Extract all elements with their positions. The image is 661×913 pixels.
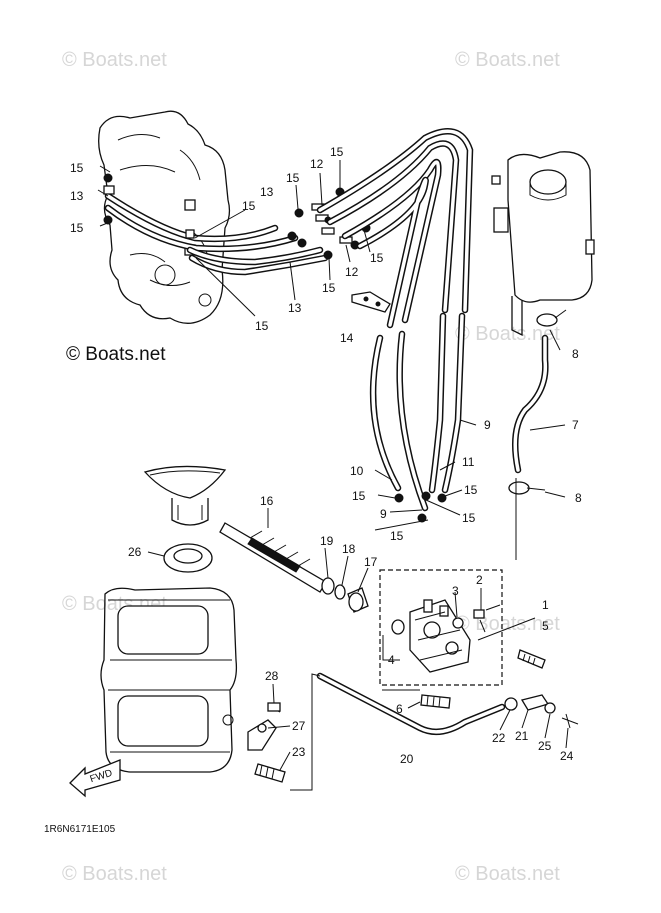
callout-15: 15 [322,281,336,295]
brand-watermark: © Boats.net [66,344,166,365]
lever-27 [247,719,277,751]
callout-28: 28 [265,669,279,683]
callout-23: 23 [292,745,306,759]
callout-19: 19 [320,534,334,548]
callout-15: 15 [255,319,269,333]
watermark: © Boats.net [62,863,167,885]
link-joints [504,694,579,729]
callout-11: 11 [462,455,475,469]
bushing-17 [347,587,369,613]
hose-bundle [316,128,474,329]
callout-21: 21 [515,729,529,743]
watermark: © Boats.net [455,49,560,71]
hose-bracket-14 [351,291,391,313]
callout-13: 13 [70,189,84,203]
callout-12: 12 [345,265,359,279]
callout-16: 16 [260,494,274,508]
callout-18: 18 [342,542,356,556]
callout-4: 4 [388,653,395,667]
watermark: © Boats.net [455,323,560,345]
callout-13: 13 [260,185,274,199]
callout-15: 15 [390,529,404,543]
callout-8: 8 [572,347,579,361]
callout-labels: 15 13 15 13 15 15 12 15 15 12 15 15 13 1… [70,145,582,766]
spring-23 [254,763,286,783]
cylinder-block-lower [100,587,238,773]
gear-shaft-16 [219,522,335,595]
watermark: © Boats.net [62,49,167,71]
callout-15: 15 [462,511,476,525]
callout-17: 17 [364,555,378,569]
bolt-6 [420,694,451,709]
callout-10: 10 [350,464,364,478]
fwd-arrow: FWD [69,759,121,798]
callout-2: 2 [476,573,483,587]
oil-tank [491,151,595,337]
callout-15: 15 [464,483,478,497]
callout-13: 13 [288,301,302,315]
link-rod-20 [316,672,506,736]
callout-12: 12 [310,157,324,171]
callout-14: 14 [340,331,354,345]
callout-5: 5 [542,619,549,633]
oil-pump-assembly [379,569,503,686]
callout-25: 25 [538,739,552,753]
callout-15: 15 [352,489,366,503]
callout-20: 20 [400,752,414,766]
hoses-9-10-11 [369,312,466,523]
o-ring-18 [334,584,346,600]
leader-lines [97,160,569,791]
oil-seal-26 [163,543,213,573]
callout-9: 9 [484,418,491,432]
callout-15: 15 [70,221,84,235]
diagram-code: 1R6N6171E105 [44,824,116,835]
callout-6: 6 [396,702,403,716]
watermark-layer: © Boats.net © Boats.net © Boats.net © Bo… [62,49,560,885]
watermark: © Boats.net [455,863,560,885]
oil-hose-7 [508,309,567,495]
callout-24: 24 [560,749,574,763]
callout-15: 15 [370,251,384,265]
callout-22: 22 [492,731,506,745]
callout-15: 15 [242,199,256,213]
callout-9: 9 [380,507,387,521]
lever-pin-28 [267,702,281,713]
callout-3: 3 [452,584,459,598]
callout-8: 8 [575,491,582,505]
callout-15: 15 [286,171,300,185]
callout-7: 7 [572,418,579,432]
callout-15: 15 [330,145,344,159]
callout-26: 26 [128,545,142,559]
bolt-5 [517,649,546,669]
callout-15: 15 [70,161,84,175]
callout-27: 27 [292,719,306,733]
flywheel-hub [143,465,227,526]
callout-1: 1 [542,598,549,612]
